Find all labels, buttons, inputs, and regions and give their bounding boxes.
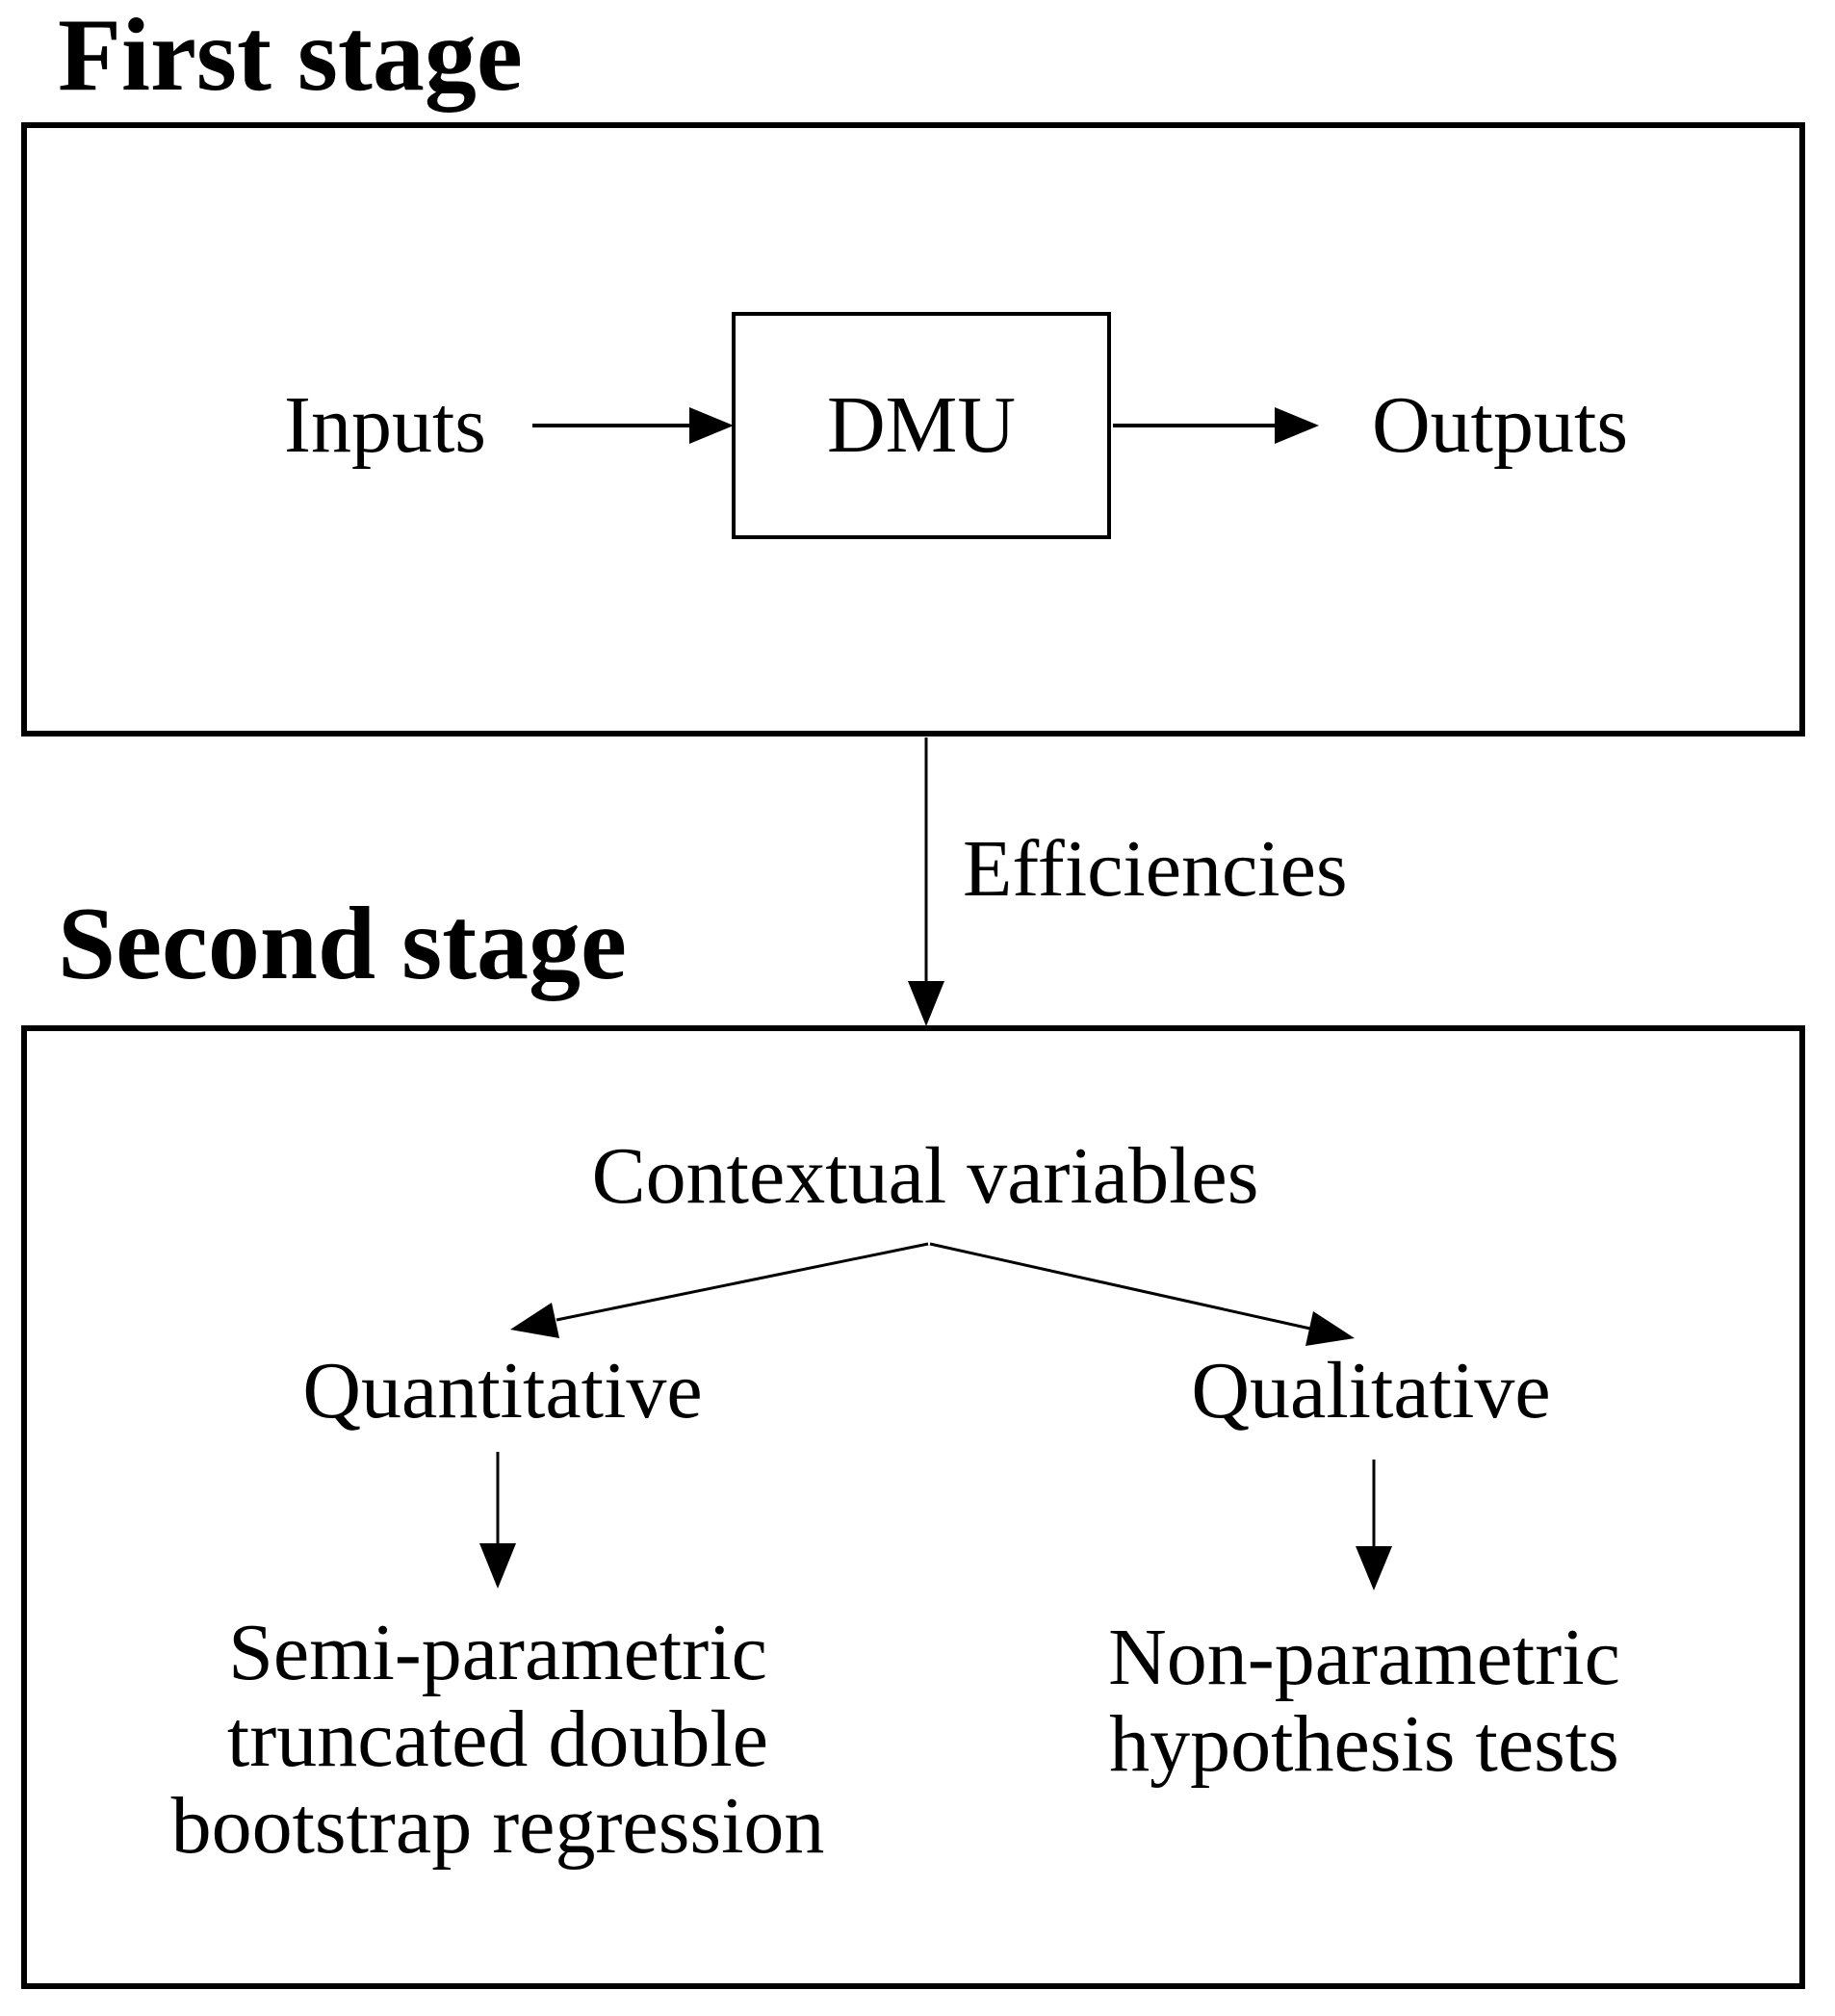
second-stage-box [21, 1025, 1805, 1989]
dmu-box [732, 312, 1111, 539]
inputs-label: Inputs [284, 380, 486, 470]
efficiencies-label: Efficiencies [963, 824, 1348, 914]
quantitative-method-line-3: bootstrap regression [170, 1781, 825, 1871]
first-stage-title: First stage [58, 0, 523, 113]
efficiencies-down-arrow [908, 737, 944, 1026]
qualitative-label: Qualitative [1191, 1346, 1551, 1435]
second-stage-title: Second stage [58, 887, 627, 1001]
quantitative-method-line-1: Semi-parametric [228, 1608, 767, 1697]
dmu-label: DMU [826, 380, 1017, 470]
quantitative-label: Quantitative [302, 1346, 703, 1435]
first-stage-box [21, 122, 1805, 737]
contextual-variables-label: Contextual variables [591, 1131, 1259, 1221]
qualitative-method-line-1: Non-parametric [1108, 1613, 1620, 1702]
outputs-label: Outputs [1371, 380, 1629, 470]
arrow-head [908, 981, 944, 1026]
quantitative-method-text: Semi-parametric truncated double bootstr… [171, 1610, 825, 1870]
qualitative-method-line-2: hypothesis tests [1109, 1699, 1619, 1789]
qualitative-method-text: Non-parametric hypothesis tests [1108, 1615, 1620, 1788]
quantitative-method-line-2: truncated double [226, 1694, 769, 1784]
